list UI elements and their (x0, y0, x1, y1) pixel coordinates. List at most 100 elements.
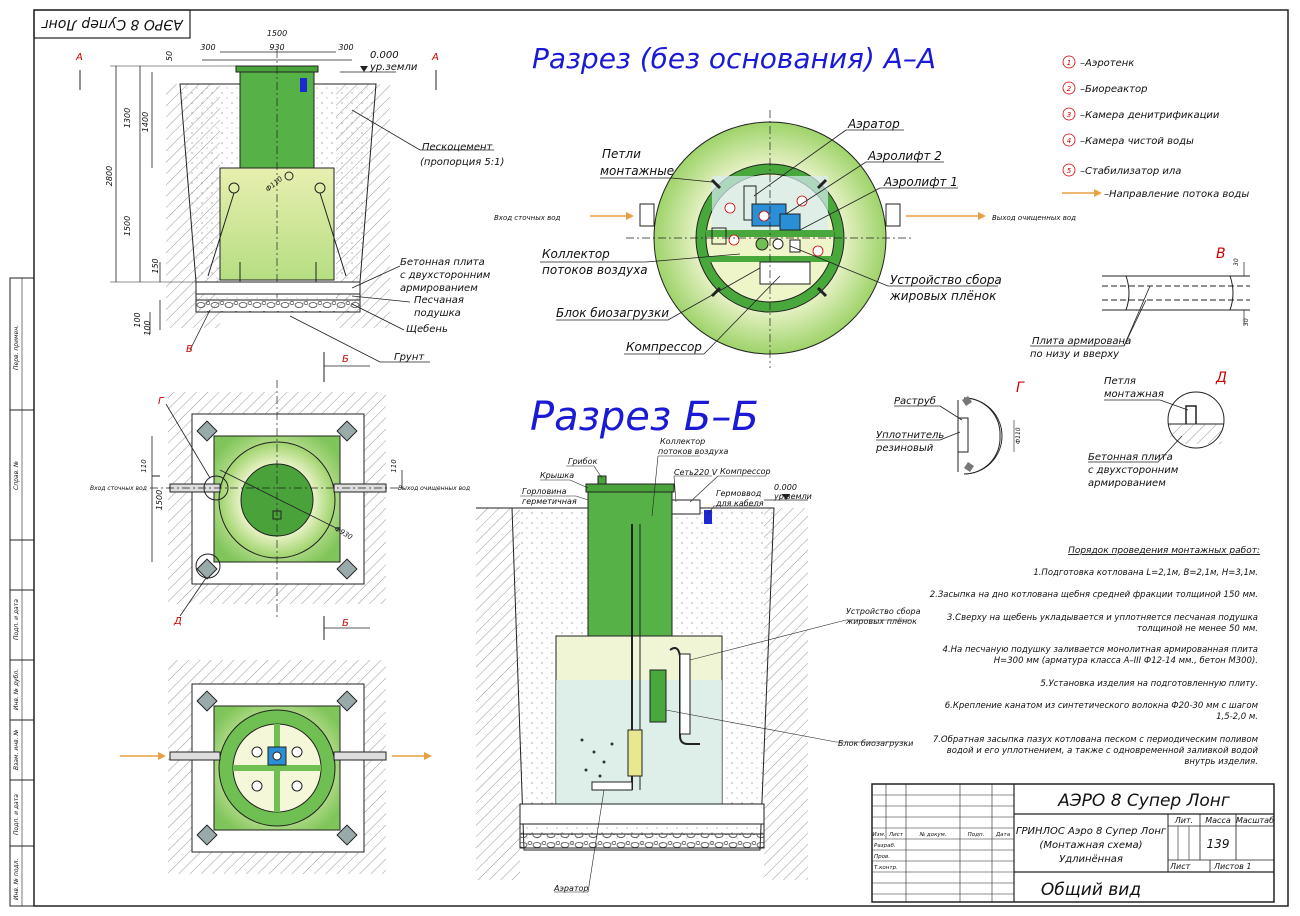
legend-num: 1 (1067, 59, 1071, 67)
bb-label-germo-line2: для кабеля (715, 499, 764, 508)
legend-num-circle (1062, 107, 1076, 121)
label-gravel: Щебень (406, 323, 448, 335)
side-label-6: Подп. и дата (13, 794, 20, 835)
legend-item-text: –Камера чистой воды (1080, 136, 1194, 147)
detail-g-label-bell: Раструб (894, 395, 936, 407)
aa-outlet-label: Выход очищенных вод (992, 214, 1076, 222)
aa-label-compressor: Компрессор (626, 340, 702, 354)
aa-label-aerolift2: Аэролифт 2 (867, 149, 942, 163)
bb-ground-level-label: ур.земли (773, 492, 812, 501)
legend-num: 2 (1067, 85, 1072, 93)
bb-label-kryshka: Крышка (540, 471, 574, 480)
tb-row-label: Пров. (874, 854, 890, 860)
plan-outlet-label: Выход очищенных вод (398, 485, 470, 492)
legend-num-circle (1062, 163, 1076, 177)
installation-step-line: 2.Засыпка на дно котлована щебня средней… (930, 590, 1258, 600)
dim-300-left: 300 (200, 43, 215, 52)
detail-v-label-line2: по низу и вверху (1030, 349, 1120, 360)
dim-50: 50 (165, 51, 174, 61)
bb-label-gorlovina-line2: герметичная (522, 497, 577, 506)
legend-num-circle (1062, 55, 1076, 69)
tb-lit-header: Лит. (1174, 816, 1193, 825)
dim-2800: 2800 (105, 166, 114, 186)
detail-v (1030, 262, 1250, 347)
dim-30-a: 30 (1233, 258, 1240, 266)
aa-label-collector-line1: Коллектор (542, 247, 610, 261)
label-sand-line2: подушка (414, 308, 461, 319)
detail-d-label-plate-line1: Бетонная плита (1088, 452, 1173, 463)
dim-phi110-detail: Ф110 (1015, 427, 1022, 444)
aa-label-bio: Блок биозагрузки (556, 306, 669, 320)
section-mark-b-top: Б (342, 354, 349, 365)
legend-item-text: –Аэротенк (1080, 58, 1134, 69)
side-label-2: Справ. № (13, 461, 20, 490)
detail-d-label-plate-line2: с двухсторонним (1088, 465, 1179, 476)
label-soil: Грунт (394, 352, 425, 363)
installation-step-line: Н=300 мм (арматура класса А–III Ф12-14 м… (994, 656, 1258, 666)
dim-100-b: 100 (143, 320, 152, 335)
tb-column-header: Подп. (968, 832, 985, 838)
dim-110-left: 110 (140, 459, 148, 473)
tb-sheet: Лист (1169, 862, 1191, 871)
ground-level-value: 0.000 (370, 50, 399, 61)
dim-1500-vertical: 1500 (123, 216, 132, 236)
aa-label-aerolift1: Аэролифт 1 (883, 175, 958, 189)
tb-column-header: № докум. (918, 832, 946, 838)
side-label-7: Инв. № подл. (13, 859, 20, 900)
title-section-bb: Разрез Б–Б (530, 394, 759, 440)
legend-num-circle (1062, 133, 1076, 147)
detail-d-label-plate-line3: армированием (1088, 478, 1166, 489)
plan-view-bottom (120, 660, 432, 874)
installation-step-line: водой и его уплотнением, а также с однов… (947, 746, 1259, 756)
legend-arrow-head (1094, 189, 1102, 197)
bb-label-fat-line1: Устройство сбора (846, 607, 921, 616)
tb-description-line2: (Монтажная схема) (1039, 840, 1142, 851)
tb-row-label: Т.контр. (874, 865, 898, 871)
title-section-aa: Разрез (без основания) А–А (532, 42, 936, 75)
label-plate-line1: Бетонная плита (400, 257, 485, 268)
section-aa-drawing (540, 110, 998, 368)
detail-d-label-loop-line1: Петля (1104, 376, 1136, 387)
dim-1500-plan: 1500 (155, 490, 164, 510)
detail-mark-v: В (186, 344, 193, 355)
tb-sheets: Листов 1 (1213, 862, 1252, 871)
bb-label-set: Сеть220 V (674, 468, 718, 477)
tb-column-header: Лист (888, 832, 904, 838)
legend-item-text: –Камера денитрификации (1080, 110, 1220, 121)
aa-label-fat-line1: Устройство сбора (890, 273, 1002, 287)
dim-1500: 1500 (267, 29, 287, 38)
section-mark-a-right: А (431, 52, 439, 63)
label-plate-line3: армированием (400, 283, 478, 294)
dim-110-right: 110 (390, 459, 398, 473)
detail-g-label-seal-line2: резиновый (875, 443, 934, 454)
detail-g-label-seal-line1: Уплотнитель (876, 430, 944, 441)
dim-1300: 1300 (123, 108, 132, 128)
tb-mass-header: Масса (1205, 816, 1231, 825)
title-block (871, 783, 1275, 903)
plan-inlet-label: Вход сточных вод (90, 485, 147, 492)
installation-step-line: толщиной не менее 50 мм. (1137, 624, 1258, 634)
legend-item-text: –Биореактор (1080, 84, 1147, 95)
section-mark-b-bottom: Б (342, 618, 349, 629)
detail-mark-d: Д (173, 616, 182, 627)
aa-inlet-label: Вход сточных вод (494, 214, 561, 222)
side-label-1: Перв. примен. (13, 325, 20, 370)
detail-v-label-line1: Плита армирована (1032, 336, 1131, 347)
installation-step-line: 5.Установка изделия на подготовленную пл… (1040, 679, 1258, 689)
steps-title: Порядок проведения монтажных работ: (1068, 546, 1260, 556)
side-label-4: Инв. № дубл. (13, 669, 20, 710)
tb-column-header: Дата (995, 832, 1011, 838)
aa-label-fat-line2: жировых плёнок (889, 289, 997, 303)
bb-label-kompressor: Компрессор (720, 467, 771, 476)
bb-label-collector-line1: Коллектор (660, 437, 705, 446)
label-peskocement: Пескоцемент (422, 142, 494, 153)
installation-step-line: 4.На песчаную подушку заливается монолит… (943, 645, 1258, 655)
installation-step-line: внутрь изделия. (1184, 757, 1258, 767)
aa-label-aerator: Аэратор (847, 117, 900, 131)
stamp-top-text: АЭРО 8 Супер Лонг (41, 16, 184, 32)
bb-label-aerator: Аэратор (553, 884, 588, 893)
detail-d-mark: Д (1215, 370, 1227, 386)
detail-d (1088, 391, 1225, 463)
label-proportion: (пропорция 5:1) (420, 157, 504, 168)
